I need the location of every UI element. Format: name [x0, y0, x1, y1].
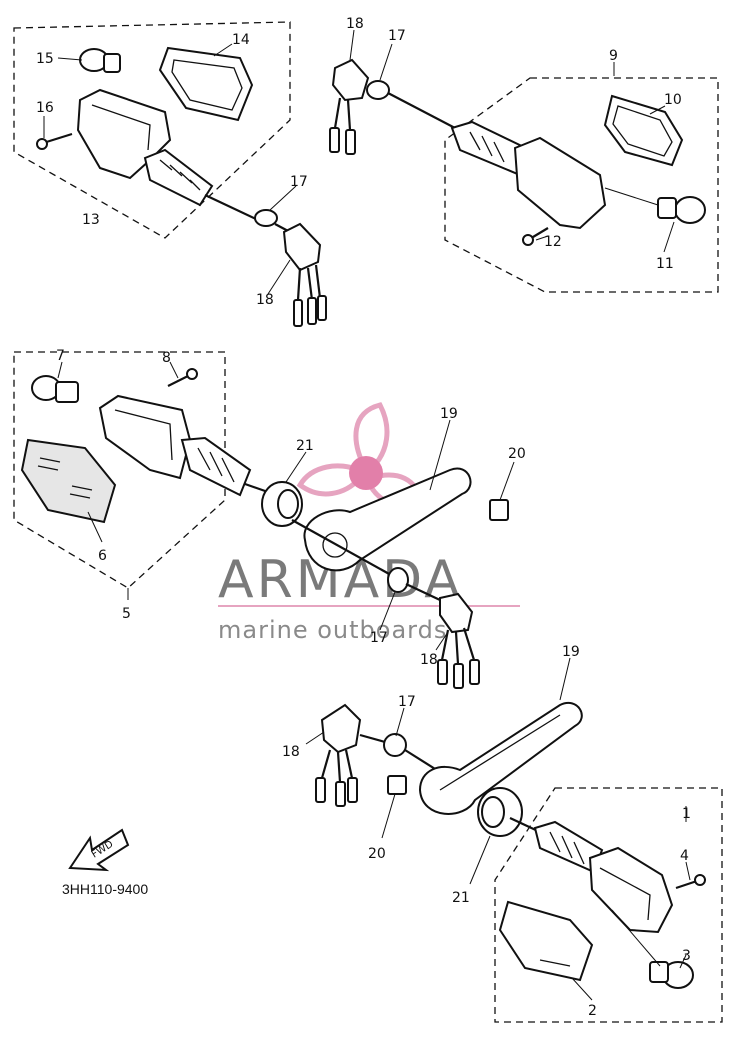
label-12: 12 [544, 234, 562, 250]
label-13: 13 [82, 212, 100, 228]
label-17c: 17 [370, 630, 388, 646]
turn-signal-assembly-5 [20, 368, 269, 524]
housing-9 [513, 136, 607, 230]
label-6: 6 [98, 548, 107, 564]
label-8: 8 [162, 350, 171, 366]
lens-6 [20, 438, 117, 524]
label-20a: 20 [508, 446, 526, 462]
label-3: 3 [682, 948, 691, 964]
label-9: 9 [609, 48, 618, 64]
label-1: 1 [682, 806, 691, 822]
label-7: 7 [56, 348, 65, 364]
label-17d: 17 [398, 694, 416, 710]
lens-14 [158, 46, 254, 122]
label-11: 11 [656, 256, 674, 272]
label-20b: 20 [368, 846, 386, 862]
mounting-bracket-upper [261, 467, 509, 689]
label-14: 14 [232, 32, 250, 48]
watermark-subtitle: marine outboards [218, 616, 447, 644]
assembly-box-5 [13, 351, 226, 589]
label-2: 2 [588, 1003, 597, 1019]
label-18d: 18 [282, 744, 300, 760]
part-number-labels: 15 14 16 13 17 18 18 17 9 10 11 12 7 8 6… [36, 16, 691, 1019]
mounting-bracket-lower [315, 701, 706, 989]
label-17a: 17 [290, 174, 308, 190]
turn-signal-assembly-9 [329, 58, 706, 246]
label-19b: 19 [562, 644, 580, 660]
label-21a: 21 [296, 438, 314, 454]
assembly-box-13 [13, 21, 291, 239]
reference-code: 3HH110-9400 [62, 881, 148, 897]
propeller-logo-icon [296, 402, 423, 509]
label-18b: 18 [346, 16, 364, 32]
lens-10 [603, 94, 684, 167]
label-10: 10 [664, 92, 682, 108]
label-18a: 18 [256, 292, 274, 308]
leader-lines [43, 29, 691, 1001]
label-5: 5 [122, 606, 131, 622]
label-15: 15 [36, 51, 54, 67]
label-17b: 17 [388, 28, 406, 44]
label-16: 16 [36, 100, 54, 116]
label-19a: 19 [440, 406, 458, 422]
label-18c: 18 [420, 652, 438, 668]
housing-1 [588, 846, 674, 934]
fwd-arrow-icon: FWD [68, 828, 130, 872]
label-4: 4 [680, 848, 689, 864]
housing-5 [98, 394, 192, 480]
lens-2 [498, 900, 594, 982]
label-21b: 21 [452, 890, 470, 906]
turn-signal-assembly-13 [36, 46, 327, 327]
